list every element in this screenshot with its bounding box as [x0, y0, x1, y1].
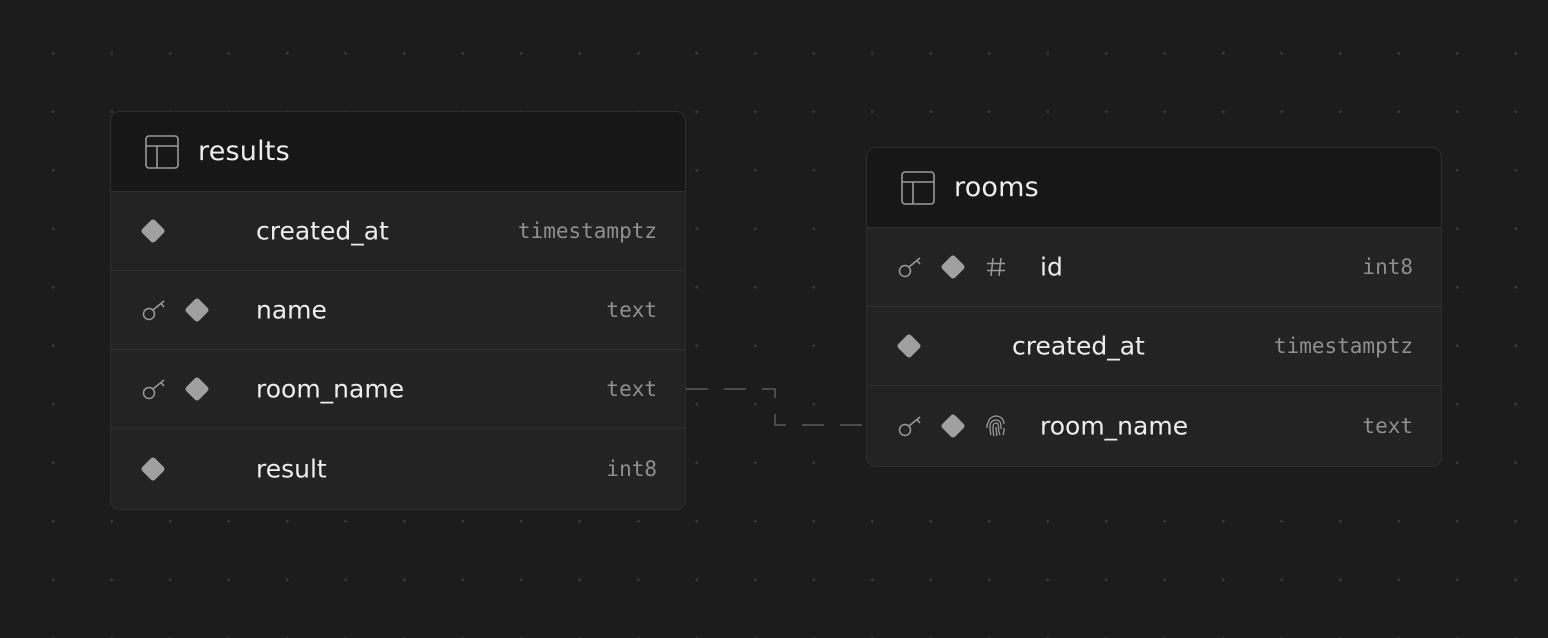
- column-type: text: [1362, 413, 1413, 438]
- fingerprint-icon: [982, 412, 1010, 440]
- column-type: text: [606, 298, 657, 322]
- diamond-icon: [140, 218, 166, 244]
- diamond-icon: [184, 297, 210, 323]
- column-type: timestamptz: [517, 219, 657, 243]
- key-icon: [897, 414, 925, 438]
- table-header[interactable]: rooms: [867, 148, 1441, 228]
- column-name: room_name: [1040, 411, 1189, 440]
- table-title: results: [198, 136, 290, 167]
- column-type: int8: [1362, 255, 1413, 279]
- column-name: id: [1040, 252, 1063, 282]
- hash-icon: [985, 256, 1007, 278]
- column-row-result[interactable]: result int8: [111, 429, 685, 508]
- column-row-created-at[interactable]: created_at timestamptz: [867, 307, 1441, 386]
- table-icon: [144, 134, 180, 170]
- diamond-icon: [940, 254, 966, 280]
- column-name: created_at: [256, 216, 389, 246]
- column-type: int8: [606, 456, 657, 481]
- diamond-icon: [140, 455, 166, 482]
- table-title: rooms: [954, 172, 1039, 203]
- key-icon: [897, 255, 925, 279]
- diamond-icon: [184, 376, 210, 402]
- column-row-id[interactable]: id int8: [867, 228, 1441, 307]
- column-type: text: [606, 377, 657, 401]
- column-name: created_at: [1012, 331, 1145, 361]
- key-icon: [141, 298, 169, 322]
- column-name: name: [256, 295, 327, 325]
- column-type: timestamptz: [1273, 334, 1413, 358]
- column-row-created-at[interactable]: created_at timestamptz: [111, 192, 685, 271]
- column-row-room-name[interactable]: room_name text: [111, 350, 685, 429]
- column-row-room-name[interactable]: room_name text: [867, 386, 1441, 465]
- diamond-icon: [940, 412, 966, 439]
- table-icon: [900, 170, 936, 206]
- diamond-icon: [896, 333, 922, 359]
- table-node-rooms[interactable]: rooms id int8: [866, 147, 1442, 467]
- column-name: room_name: [256, 374, 405, 404]
- table-node-results[interactable]: results created_at timestamptz name text: [110, 111, 686, 510]
- column-row-name[interactable]: name text: [111, 271, 685, 350]
- key-icon: [141, 377, 169, 401]
- column-name: result: [256, 454, 327, 483]
- table-header[interactable]: results: [111, 112, 685, 192]
